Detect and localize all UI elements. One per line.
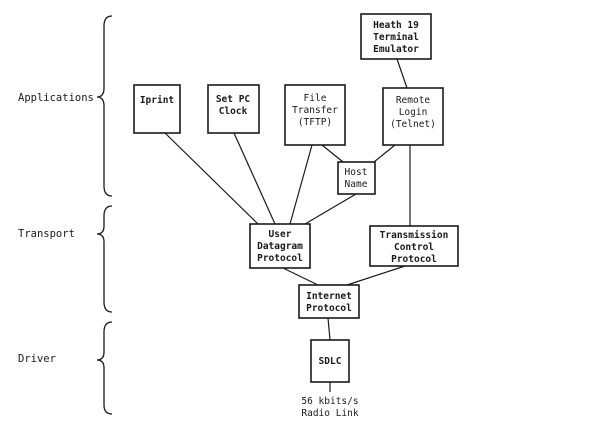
box-iprint: Iprint (133, 84, 181, 134)
box-line: Set PC (216, 94, 251, 105)
box-line: Remote (396, 95, 431, 106)
edge-ip-sdlc (327, 317, 331, 341)
box-line: Name (345, 179, 368, 190)
edge-filetransfer-udp (289, 144, 313, 225)
box-line: (Telnet) (390, 119, 436, 130)
brace-transport (96, 205, 113, 313)
box-remote-login-telnet: Remote Login (Telnet) (382, 87, 444, 146)
box-line: Terminal (373, 32, 419, 43)
box-heath19-terminal-emulator: Heath 19 Terminal Emulator (360, 13, 432, 60)
box-line: Clock (219, 106, 248, 117)
box-set-pc-clock: Set PC Clock (207, 84, 260, 134)
box-user-datagram-protocol: User Datagram Protocol (249, 223, 311, 269)
box-line: Control (394, 242, 434, 253)
box-line: Iprint (140, 95, 174, 106)
box-line: SDLC (319, 356, 342, 367)
box-line: Protocol (391, 254, 437, 265)
brace-applications (96, 15, 113, 197)
edge-setpc-udp (233, 132, 276, 225)
edge-heath19-remote-login (396, 58, 408, 89)
box-file-transfer-tftp: File Transfer (TFTP) (284, 84, 346, 146)
layer-label-applications: Applications (18, 92, 94, 104)
box-line: Transfer (292, 105, 338, 116)
edge-remotelogin-hostname (373, 144, 396, 163)
box-host-name: Host Name (337, 161, 376, 195)
edge-iprint-udp (164, 132, 259, 225)
box-line: Host (345, 167, 368, 178)
box-line: Emulator (373, 44, 419, 55)
edge-udp-ip (282, 267, 319, 286)
box-line: Login (399, 107, 428, 118)
layer-label-driver: Driver (18, 353, 56, 365)
box-transmission-control-protocol: Transmission Control Protocol (369, 225, 459, 267)
box-line: (TFTP) (298, 117, 332, 128)
box-internet-protocol: Internet Protocol (298, 284, 360, 319)
layer-label-transport: Transport (18, 228, 75, 240)
box-sdlc: SDLC (310, 339, 350, 383)
edge-filetransfer-hostname (321, 144, 344, 163)
box-line: User (269, 229, 292, 240)
box-line: Heath 19 (373, 20, 419, 31)
radio-link-speed: 56 kbits/s (301, 396, 358, 407)
edge-hostname-udp (304, 193, 357, 225)
brace-driver (96, 321, 113, 415)
box-line: Datagram (257, 241, 303, 252)
box-line: Internet (306, 291, 352, 302)
edge-tcp-ip (346, 265, 406, 286)
box-line: Protocol (257, 253, 303, 264)
box-line: Transmission (380, 230, 449, 241)
box-line: File (304, 93, 327, 104)
radio-link-label: Radio Link (301, 408, 358, 419)
box-line: Protocol (306, 303, 352, 314)
